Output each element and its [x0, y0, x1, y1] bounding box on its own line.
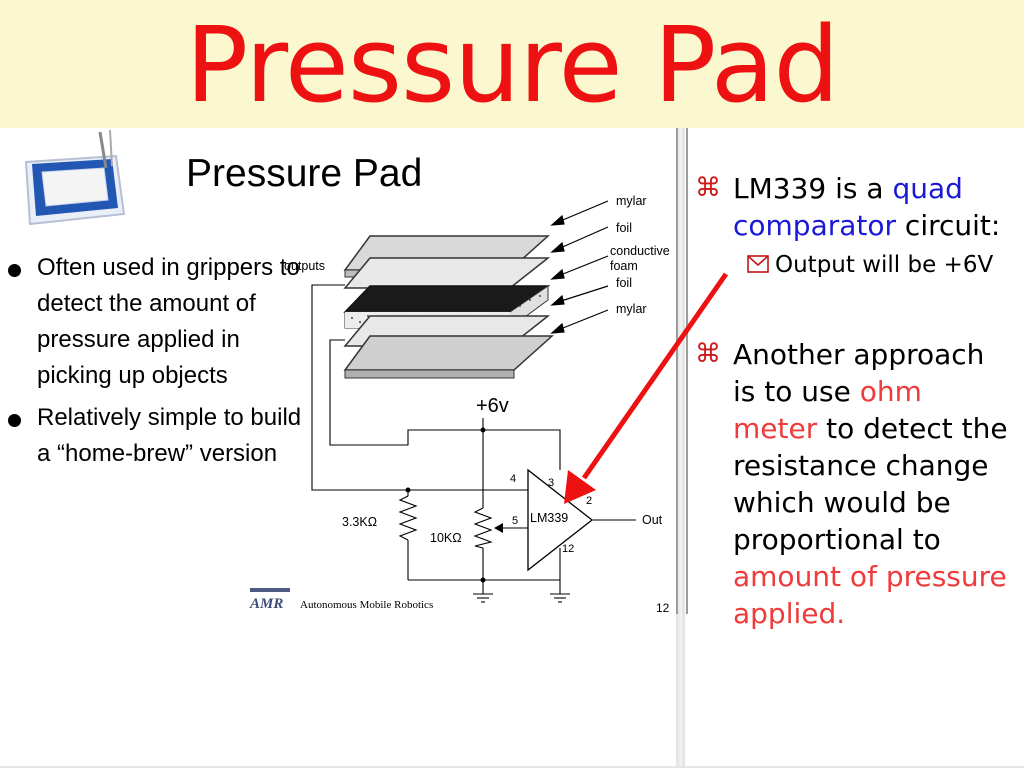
- resistor-3k3: [398, 495, 418, 541]
- page-number: 12: [656, 601, 670, 614]
- divider-line: [686, 128, 688, 614]
- pin-5-label: 5: [512, 515, 518, 527]
- resistor-1-label: 3.3KΩ: [342, 515, 377, 529]
- right-sub-bullet: Output will be +6V: [747, 250, 1015, 280]
- pad-layer-mylar-bottom: [343, 335, 554, 379]
- footer-caption: Autonomous Mobile Robotics: [300, 599, 433, 611]
- bullet-dot-icon: [8, 264, 21, 277]
- embedded-slide-title: Pressure Pad: [186, 152, 423, 195]
- divider-line: [676, 128, 678, 614]
- tablet-icon: [24, 129, 126, 226]
- title-band: [0, 0, 1024, 128]
- pin-3-label: 3: [548, 477, 554, 489]
- envelope-icon: [747, 255, 769, 273]
- circuit-junctions: [405, 427, 486, 583]
- list-item: Often used in grippers to detect the amo…: [8, 250, 308, 394]
- left-bullet-list: Often used in grippers to detect the amo…: [8, 250, 308, 478]
- label-conductive: conductive: [610, 244, 670, 258]
- list-item: Relatively simple to build a “home-brew”…: [8, 400, 308, 472]
- right-bullet-1: ⌘ LM339 is a quad comparator circuit:: [695, 172, 1001, 242]
- label-mylar-top: mylar: [616, 194, 647, 208]
- slide-title: Pressure Pad: [185, 4, 840, 126]
- bullet-dot-icon: [8, 414, 21, 427]
- wiper-arrow: [494, 523, 503, 533]
- command-key-icon: ⌘: [695, 339, 721, 369]
- pin-12-label: 12: [562, 543, 574, 555]
- highlight-ohm-meter: ohm meter: [733, 375, 922, 445]
- bottom-rule: [0, 766, 1024, 768]
- pin-2-label: 2: [586, 495, 592, 507]
- label-foil-top: foil: [616, 221, 632, 235]
- highlight-amount-of-pressure: amount of pressure applied.: [733, 560, 1007, 630]
- pressure-pad-diagram: mylar foil conductive foam foil mylar ou…: [249, 194, 670, 614]
- circuit-wires: [311, 284, 636, 594]
- highlight-quad-comparator: quad comparator: [733, 172, 963, 242]
- amr-logo: AMR: [249, 588, 290, 612]
- layer-pointer-arrows: [550, 200, 609, 334]
- resistor-2-label: 10KΩ: [430, 531, 462, 545]
- ground-symbols: [473, 593, 570, 603]
- command-key-icon: ⌘: [695, 173, 721, 203]
- svg-text:AMR: AMR: [249, 596, 283, 612]
- label-mylar-bottom: mylar: [616, 302, 647, 316]
- label-outputs: outputs: [284, 259, 325, 273]
- chip-label: LM339: [530, 511, 568, 525]
- comparator-lm339: [527, 468, 594, 572]
- supply-label: +6v: [476, 395, 509, 417]
- label-foam: foam: [610, 259, 638, 273]
- right-bullet-2: ⌘ Another approach is to use ohm meter t…: [695, 338, 1008, 630]
- label-foil-bottom: foil: [616, 276, 632, 290]
- resistor-10k: [473, 507, 493, 549]
- right-bullet-column: ⌘ LM339 is a quad comparator circuit: Ou…: [695, 170, 1015, 632]
- output-label: Out: [642, 513, 663, 527]
- pin-4-label: 4: [510, 473, 516, 485]
